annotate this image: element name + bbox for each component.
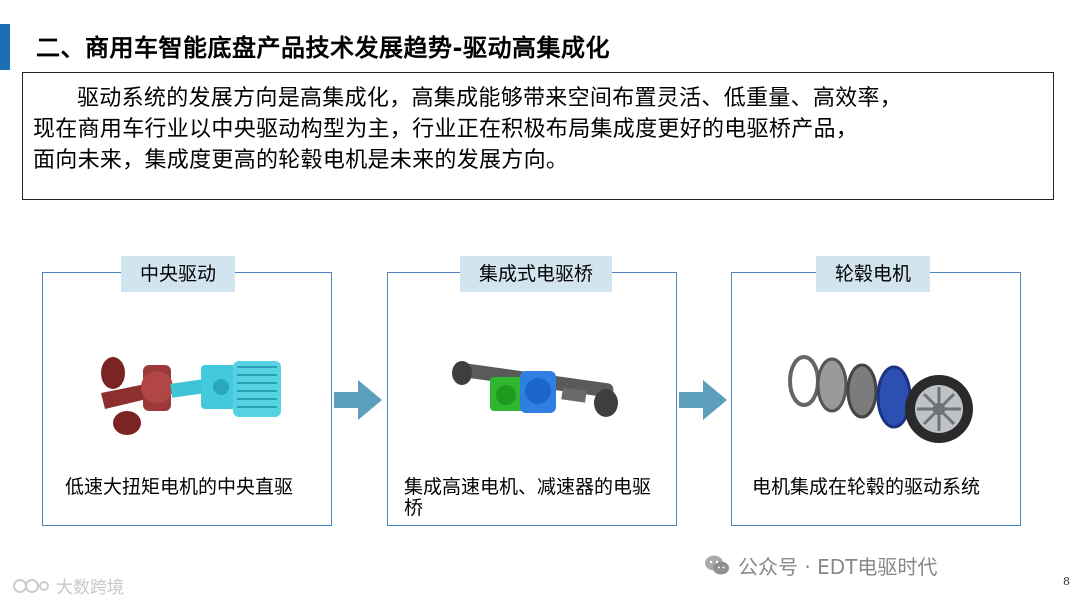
intro-textbox: 驱动系统的发展方向是高集成化，高集成能够带来空间布置灵活、低重量、高效率， 现在… bbox=[22, 72, 1054, 200]
arrow-right-icon bbox=[679, 380, 727, 420]
slide-title: 二、商用车智能底盘产品技术发展趋势-驱动高集成化 bbox=[36, 34, 610, 62]
intro-line-3: 面向未来，集成度更高的轮毂电机是未来的发展方向。 bbox=[33, 148, 569, 173]
arrow-right-icon bbox=[334, 380, 382, 420]
watermark-logo-icon bbox=[13, 578, 49, 593]
intro-line-2: 现在商用车行业以中央驱动构型为主，行业正在积极布局集成度更好的电驱桥产品， bbox=[33, 117, 859, 142]
central-drive-axle-image bbox=[101, 357, 281, 435]
panel-tag-in-wheel-motor: 轮毂电机 bbox=[816, 256, 931, 292]
page-number: 8 bbox=[1063, 575, 1070, 588]
panel-caption-in-wheel-motor: 电机集成在轮毂的驱动系统 bbox=[752, 476, 981, 498]
panel-tag-integrated-e-axle: 集成式电驱桥 bbox=[460, 256, 613, 292]
intro-line-1: 驱动系统的发展方向是高集成化，高集成能够带来空间布置灵活、低重量、高效率， bbox=[77, 86, 903, 111]
footer-brand-text: 公众号 · EDT电驱时代 bbox=[738, 554, 938, 579]
panel-caption-central-drive: 低速大扭矩电机的中央直驱 bbox=[65, 476, 294, 498]
footer-brand: 公众号 · EDT电驱时代 bbox=[704, 552, 938, 579]
watermark: 大数跨境 bbox=[12, 573, 124, 598]
title-accent-bar bbox=[0, 24, 10, 70]
watermark-text: 大数跨境 bbox=[56, 578, 124, 598]
panel-tag-central-drive: 中央驱动 bbox=[121, 256, 236, 292]
panel-in-wheel-motor: 轮毂电机 电机集成在轮毂的驱动系统 bbox=[731, 256, 1021, 526]
panel-central-drive: 中央驱动 低速大扭矩电机的中央直驱 bbox=[42, 256, 332, 526]
wechat-icon bbox=[705, 555, 729, 575]
in-wheel-motor-image bbox=[788, 355, 973, 443]
integrated-e-axle-image bbox=[452, 361, 618, 417]
panel-caption-integrated-e-axle: 集成高速电机、减速器的电驱桥 bbox=[404, 476, 652, 519]
panel-integrated-e-axle: 集成式电驱桥 集成高速电机、减速器的电驱桥 bbox=[387, 256, 677, 526]
